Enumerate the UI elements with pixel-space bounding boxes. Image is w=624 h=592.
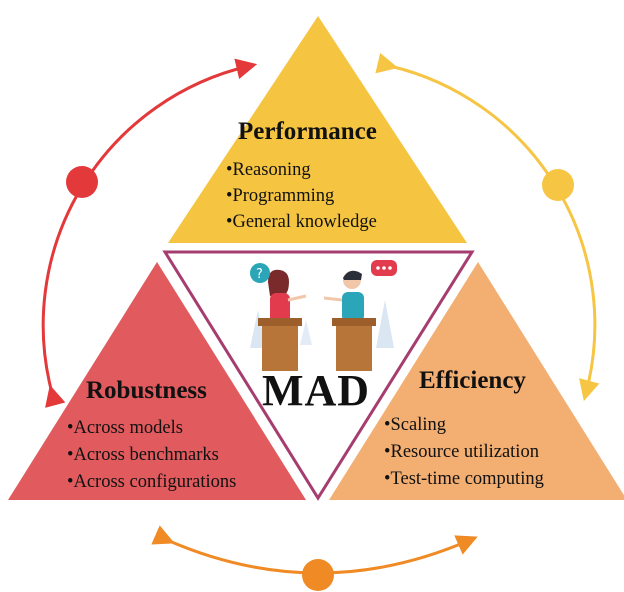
performance-item-2: •Programming [226, 186, 335, 206]
debate-illustration-icon: ? [250, 260, 397, 371]
efficiency-title: Efficiency [419, 367, 526, 394]
efficiency-item-2: •Resource utilization [384, 442, 539, 462]
speech-bubble-icon: ? [250, 260, 397, 283]
robustness-item-3: •Across configurations [67, 472, 237, 492]
svg-text:?: ? [256, 267, 263, 282]
efficiency-item-1: •Scaling [384, 415, 446, 435]
robustness-title: Robustness [86, 377, 207, 404]
efficiency-item-3: •Test-time computing [384, 469, 544, 489]
orange-arc-dot [302, 559, 334, 591]
performance-title: Performance [238, 118, 377, 145]
mad-center-triangle [162, 250, 475, 501]
red-arc-dot [66, 166, 98, 198]
performance-item-1: •Reasoning [226, 160, 311, 180]
performance-triangle [168, 16, 467, 243]
performance-item-3: •General knowledge [226, 212, 377, 232]
yellow-arc-dot [542, 169, 574, 201]
robustness-item-2: •Across benchmarks [67, 445, 219, 465]
podium-icon [258, 318, 376, 371]
mad-label: MAD [262, 366, 371, 415]
robustness-item-1: •Across models [67, 418, 183, 438]
robustness-triangle [8, 262, 306, 500]
efficiency-triangle [329, 262, 624, 500]
